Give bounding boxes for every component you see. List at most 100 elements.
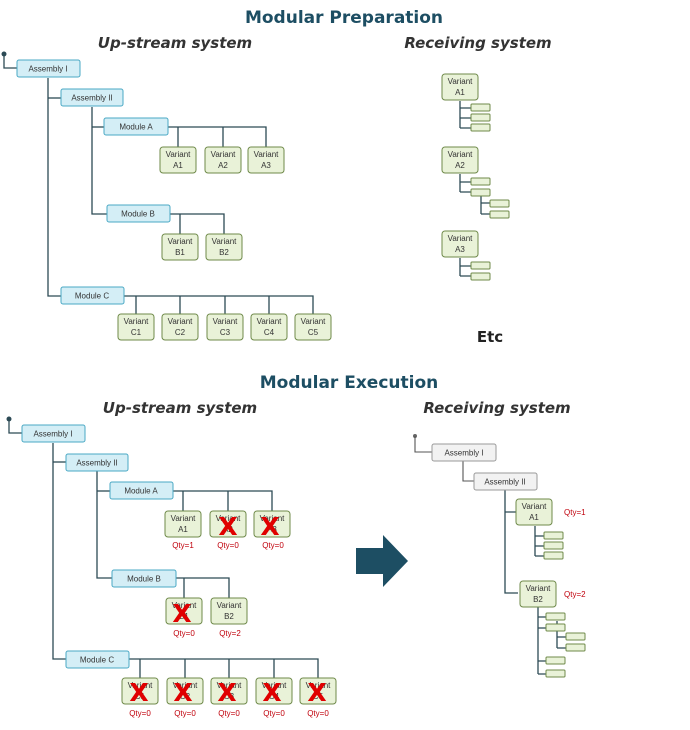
cross-mark: X: [172, 599, 191, 628]
exec-variant-a2-node: Variant A2: [209, 510, 247, 538]
connector: [173, 490, 273, 511]
variant-label: Variant: [128, 681, 154, 690]
connector: [91, 107, 107, 215]
receiving-variant-a2-node: Variant A2: [441, 146, 479, 174]
variant-c5-node: Variant C5: [294, 313, 332, 341]
variant-label: Variant: [217, 601, 243, 610]
connector: [459, 174, 490, 215]
component-box: [543, 531, 564, 540]
module-b-node: Module B: [106, 204, 171, 223]
exec-upstream-tree: Assembly I Assembly II Module A Module B…: [6, 416, 337, 718]
variant-label: Variant: [166, 150, 192, 159]
receiving-variant-a3-node: Variant A3: [441, 230, 479, 258]
variant-label: Variant: [124, 317, 150, 326]
variant-id: A3: [261, 161, 271, 170]
variant-id: A2: [223, 525, 233, 534]
module-a-node: Module A: [103, 117, 169, 136]
assembly-ii-label: Assembly II: [76, 459, 117, 468]
component-box: [545, 656, 566, 665]
component-box: [543, 551, 564, 560]
module-c-label: Module C: [75, 292, 109, 301]
assembly-i-label: Assembly I: [33, 430, 72, 439]
connector: [129, 658, 319, 678]
assembly-ii-label: Assembly II: [71, 94, 112, 103]
assembly-ii-label: Assembly II: [484, 478, 525, 487]
prep-upstream-tree: Assembly I Assembly II Module A Module B…: [1, 51, 332, 341]
connector: [8, 419, 22, 434]
qty-b1: Qty=0: [173, 629, 195, 638]
cross-mark: X: [173, 678, 192, 707]
exec-assembly-ii-node: Assembly II: [65, 453, 129, 472]
module-b-label: Module B: [127, 575, 161, 584]
variant-label: Variant: [211, 150, 237, 159]
assembly-ii-node: Assembly II: [60, 88, 124, 107]
variant-label: Variant: [301, 317, 327, 326]
connector: [459, 101, 471, 129]
qty-c1: Qty=0: [129, 709, 151, 718]
prep-title: Modular Preparation: [245, 8, 443, 28]
variant-c4-node: Variant C4: [250, 313, 288, 341]
variant-id: C2: [180, 692, 191, 701]
variant-label: Variant: [306, 681, 332, 690]
exec-variant-c3-node: Variant C3: [210, 677, 248, 705]
cross-mark: X: [218, 512, 237, 541]
variant-id: A3: [267, 525, 277, 534]
recv-qty-b2: Qty=2: [564, 590, 586, 599]
cross-mark: X: [262, 678, 281, 707]
variant-label: Variant: [448, 150, 474, 159]
component-box: [543, 541, 564, 550]
exec-module-b-node: Module B: [111, 569, 177, 588]
variant-id: B2: [224, 612, 234, 621]
assembly-i-node: Assembly I: [16, 59, 81, 78]
prep-upstream-heading: Up-stream system: [98, 34, 252, 52]
qty-a1: Qty=1: [172, 541, 194, 550]
connector: [168, 126, 267, 147]
variant-label: Variant: [172, 601, 198, 610]
variant-id: A2: [455, 161, 465, 170]
variant-id: C5: [308, 328, 319, 337]
exec-variant-a1-node: Variant A1: [164, 510, 202, 538]
component-box: [545, 612, 566, 621]
component-box: [565, 643, 586, 652]
variant-id: C3: [220, 328, 231, 337]
variant-label: Variant: [171, 514, 197, 523]
variant-id: C4: [269, 692, 280, 701]
exec-variant-c5-node: Variant C5: [299, 677, 337, 705]
component-box: [470, 103, 491, 112]
recv-assembly-ii-node: Assembly II: [473, 472, 538, 491]
variant-id: C2: [175, 328, 186, 337]
right-arrow-icon: [356, 535, 408, 587]
recv-assembly-i-node: Assembly I: [431, 443, 497, 462]
connector: [124, 295, 314, 314]
component-box: [470, 177, 491, 186]
module-c-label: Module C: [80, 656, 114, 665]
variant-label: Variant: [526, 584, 552, 593]
recv-qty-a1: Qty=1: [564, 508, 586, 517]
variant-id: A2: [218, 161, 228, 170]
receiving-variant-a1-node: Variant A1: [441, 73, 479, 101]
prep-receiving-heading: Receiving system: [404, 34, 551, 52]
connector: [537, 607, 566, 675]
variant-id: C3: [224, 692, 235, 701]
connector: [47, 78, 61, 297]
variant-id: C1: [135, 692, 146, 701]
variant-b2-node: Variant B2: [205, 233, 243, 261]
variant-label: Variant: [254, 150, 280, 159]
qty-c3: Qty=0: [218, 709, 240, 718]
variant-label: Variant: [217, 681, 243, 690]
connector: [459, 258, 471, 277]
variant-id: C1: [131, 328, 142, 337]
variant-label: Variant: [522, 502, 548, 511]
qty-a2: Qty=0: [217, 541, 239, 550]
exec-variant-b2-node: Variant B2: [210, 597, 248, 625]
recv-variant-a1-node: Variant A1: [515, 498, 553, 526]
connector: [462, 461, 474, 482]
connector: [96, 471, 112, 579]
component-box: [489, 199, 510, 208]
variant-id: B1: [175, 248, 185, 257]
exec-assembly-i-node: Assembly I: [21, 424, 86, 443]
variant-label: Variant: [262, 681, 288, 690]
qty-c2: Qty=0: [174, 709, 196, 718]
connector: [52, 443, 66, 660]
variant-label: Variant: [448, 77, 474, 86]
